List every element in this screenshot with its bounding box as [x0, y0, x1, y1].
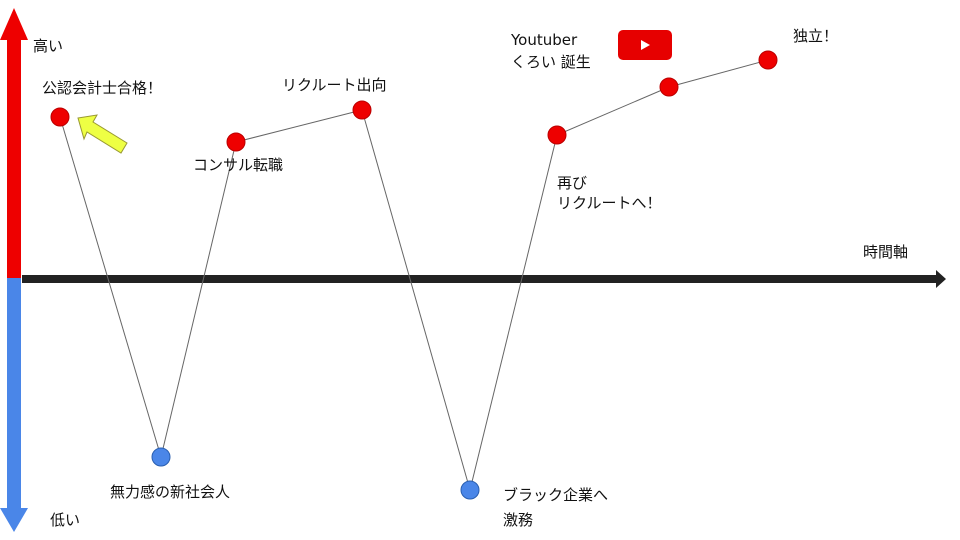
connector-line — [361, 109, 471, 491]
axis-low-label: 低い — [50, 511, 81, 529]
low-axis-arrow — [0, 278, 28, 532]
event-point-high — [352, 100, 372, 120]
event-label-2: リクルートへ！ — [557, 194, 662, 212]
highlight-arrow-icon — [77, 114, 128, 154]
event-point-high — [547, 125, 567, 145]
event-point-low — [151, 447, 171, 467]
youtube-icon — [618, 30, 672, 60]
event-label: ブラック企業へ — [503, 486, 609, 504]
connector-line — [556, 86, 670, 136]
connector-line — [160, 141, 237, 458]
event-label: 独立！ — [793, 27, 839, 45]
event-label-2: 激務 — [503, 511, 534, 529]
event-point-high — [758, 50, 778, 70]
event-point-low — [460, 480, 480, 500]
event-label: Youtuber — [511, 31, 578, 49]
event-label: コンサル転職 — [193, 156, 284, 174]
event-label: 無力感の新社会人 — [110, 483, 231, 501]
event-point-high — [659, 77, 679, 97]
event-label: 再び — [557, 174, 588, 192]
connector-line — [59, 116, 162, 458]
event-label-2: くろい 誕生 — [511, 53, 591, 71]
event-point-high — [50, 107, 70, 127]
connector-line — [469, 134, 558, 491]
connector-line — [235, 109, 363, 143]
event-label: 公認会計士合格！ — [42, 79, 163, 97]
event-label: リクルート出向 — [282, 76, 387, 94]
time-axis-arrow — [22, 270, 946, 288]
high-axis-arrow — [0, 8, 28, 278]
event-point-high — [226, 132, 246, 152]
time-axis-label: 時間軸 — [863, 243, 909, 261]
connector-line — [668, 59, 769, 88]
axis-high-label: 高い — [33, 37, 64, 55]
